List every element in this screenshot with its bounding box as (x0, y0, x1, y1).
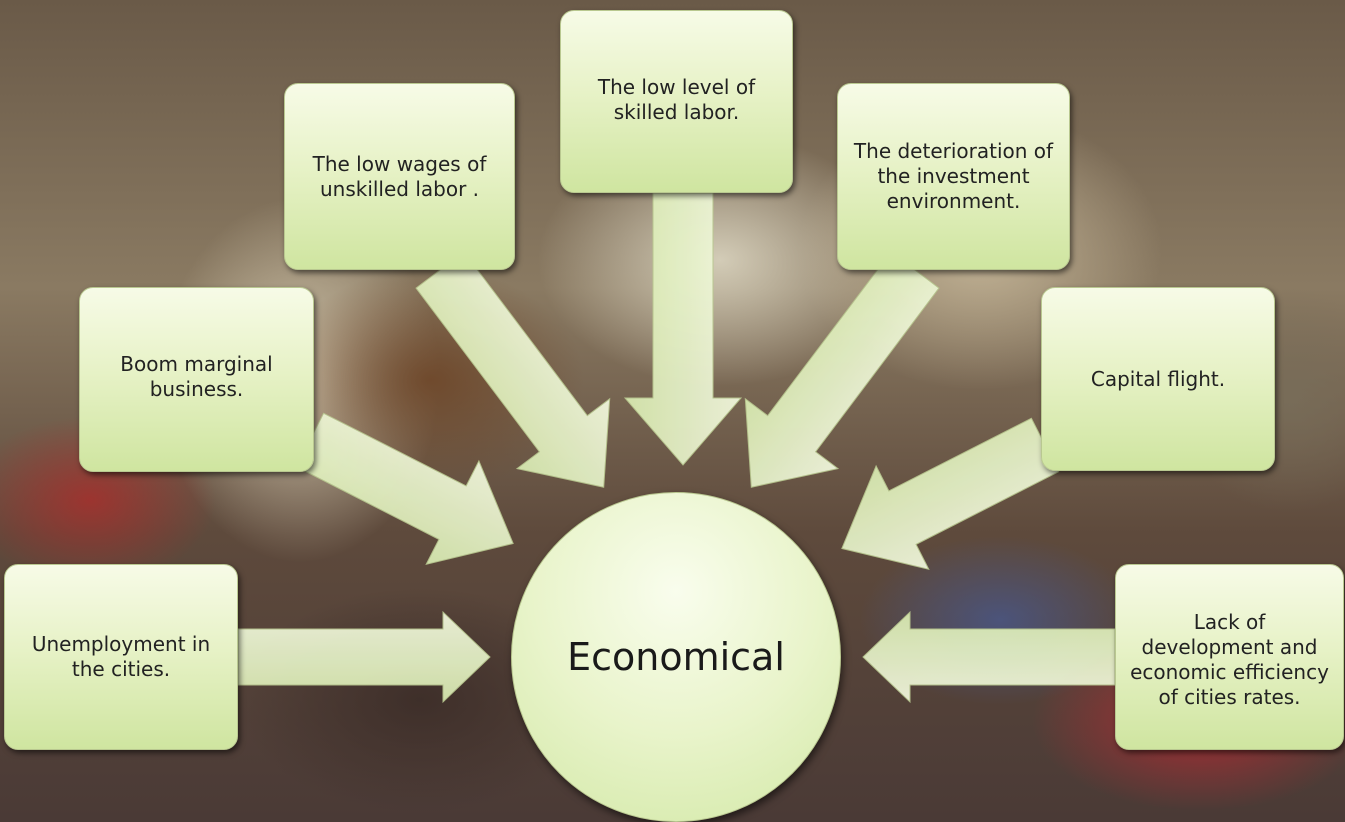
cause-box-investment: The deterioration of the investment envi… (837, 83, 1070, 270)
center-node-economical: Economical (511, 492, 841, 822)
cause-box-low-wages: The low wages of unskilled labor . (284, 83, 515, 270)
cause-box-unemployment: Unemployment in the cities. (4, 564, 238, 750)
cause-label: The deterioration of the investment envi… (853, 139, 1054, 213)
center-label: Economical (567, 635, 785, 679)
cause-label: The low level of skilled labor. (597, 75, 756, 124)
cause-box-marginal-business: Boom marginal business. (79, 287, 314, 472)
cause-box-capital-flight: Capital flight. (1041, 287, 1275, 471)
arrow-investment (744, 251, 940, 488)
arrow-unemployment (237, 610, 491, 704)
cause-label: Boom marginal business. (120, 352, 273, 401)
cause-label: Capital flight. (1090, 366, 1226, 391)
cause-label: Lack of development and economic efficie… (1130, 610, 1329, 709)
arrow-marginal-business (295, 412, 514, 566)
arrow-development (862, 610, 1116, 704)
cause-box-low-skill: The low level of skilled labor. (560, 10, 793, 193)
cause-label: The low wages of unskilled labor . (312, 151, 487, 201)
cause-label: Unemployment in the cities. (31, 632, 211, 681)
arrow-capital-flight (841, 417, 1060, 571)
cause-box-development: Lack of development and economic efficie… (1115, 564, 1344, 750)
arrow-low-wages (415, 251, 611, 488)
arrow-low-skill (623, 192, 743, 466)
